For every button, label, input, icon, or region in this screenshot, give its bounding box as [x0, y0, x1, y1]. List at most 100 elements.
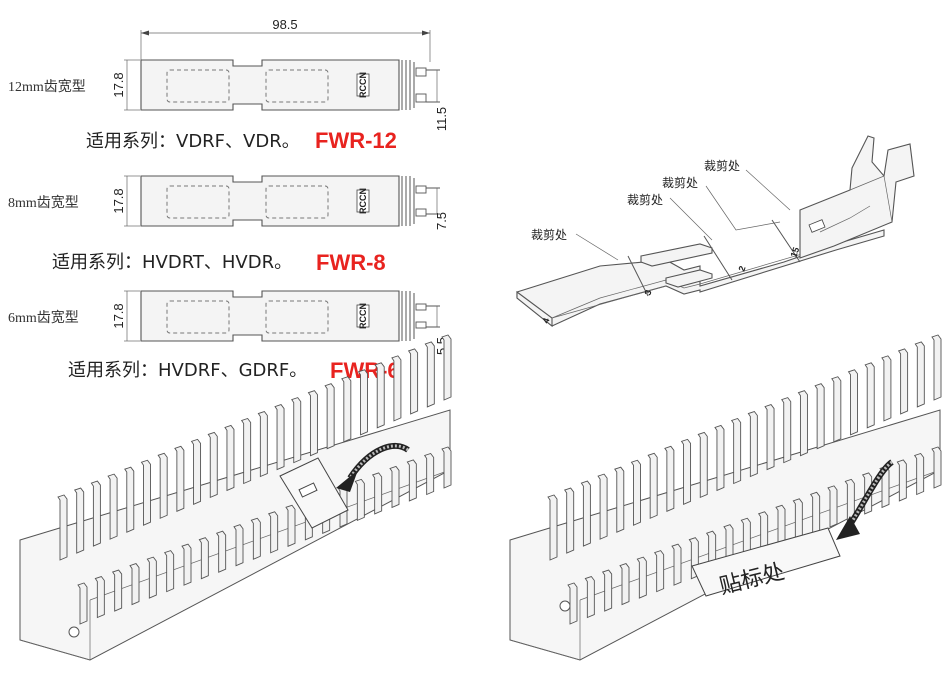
duct-tooth: [190, 438, 202, 506]
duct-tooth: [441, 334, 452, 401]
duct-tooth: [597, 473, 608, 540]
strip-12mm-type-label: 12mm齿宽型: [8, 78, 86, 95]
duct-tooth: [233, 524, 244, 567]
duct-tooth: [73, 487, 85, 554]
duct-tooth: [781, 397, 792, 464]
duct-tooth: [714, 424, 725, 492]
duct-tooth: [680, 438, 692, 506]
duct-tooth: [653, 550, 665, 593]
duct-tooth: [671, 543, 682, 586]
width-dimension: 98.5: [140, 17, 431, 62]
duct-tooth: [107, 473, 118, 540]
duct-tooth: [764, 404, 775, 471]
duct-tooth: [357, 369, 368, 436]
duct-tooth: [215, 530, 227, 573]
strip-6mm-series: 适用系列：HVDRF、GDRF。: [68, 360, 307, 381]
strip-12mm-logo: RCCN: [358, 72, 368, 98]
duct-tooth: [77, 582, 88, 625]
duct-tooth: [897, 348, 909, 415]
duct-tooth: [931, 446, 942, 489]
duct-tooth: [584, 575, 595, 619]
duct-left: [19, 334, 452, 661]
duct-tooth: [864, 362, 875, 429]
duct-tooth: [636, 556, 647, 599]
duct-tooth: [341, 376, 352, 443]
duct-tooth: [250, 517, 261, 560]
width-dim-value: 98.5: [272, 17, 297, 32]
duct-tooth: [267, 511, 279, 554]
duct-tooth: [580, 480, 591, 547]
strip-12mm-side-dim: 11.5: [434, 107, 449, 131]
duct-tooth: [224, 424, 235, 492]
duct-tooth: [647, 452, 658, 519]
duct-tooth: [441, 446, 452, 489]
duct-tooth: [240, 417, 252, 485]
duct-tooth: [391, 355, 402, 422]
segment-mark-3: 2: [736, 265, 747, 273]
strip-8mm-series: 适用系列：HVDRT、HVDR。: [52, 252, 292, 273]
duct-tooth: [424, 341, 435, 408]
cut-label-2: 裁剪处: [627, 192, 663, 207]
strip-12mm-height-dim: 17.8: [111, 72, 126, 97]
duct-tooth: [146, 556, 157, 599]
segment-mark-4: 15: [788, 246, 801, 259]
duct-tooth: [730, 417, 742, 485]
strip-8mm-logo: RCCN: [358, 188, 368, 214]
duct-tooth: [406, 459, 417, 502]
segment-mark-2: 3: [642, 289, 653, 297]
strip-12mm-model: FWR-12: [315, 128, 397, 153]
duct-tooth: [371, 472, 383, 515]
duct-tooth: [181, 543, 192, 586]
segment-mark-1: 4: [540, 317, 551, 325]
duct-tooth: [274, 404, 285, 471]
strip-8mm-height-dim: 17.8: [111, 188, 126, 213]
duct-tooth: [57, 494, 68, 561]
duct-tooth: [896, 459, 907, 502]
duct-tooth: [747, 410, 758, 478]
duct-tooth: [94, 575, 105, 619]
strip-8mm-side-dim: 7.5: [434, 212, 449, 230]
duct-tooth: [354, 478, 365, 522]
duct-tooth: [931, 334, 942, 401]
duct-tooth: [827, 485, 838, 528]
duct-tooth: [207, 431, 218, 499]
duct-tooth: [198, 537, 209, 580]
duct-tooth: [664, 445, 675, 512]
duct-right: 贴标处: [509, 334, 942, 661]
strip-8mm: 8mm齿宽型 17.8 RCCN 7.5 适用系列：HVDRT、HVDR。 FW…: [8, 175, 449, 275]
duct-tooth: [423, 452, 435, 496]
strip-6mm-type-label: 6mm齿宽型: [8, 309, 79, 326]
duct-tooth: [374, 362, 385, 429]
duct-tooth: [407, 348, 419, 415]
strip-8mm-type-label: 8mm齿宽型: [8, 194, 79, 211]
duct-tooth: [174, 445, 185, 512]
duct-tooth: [291, 397, 302, 464]
duct-tooth: [129, 563, 140, 606]
duct-tooth: [111, 569, 123, 612]
duct-tooth: [630, 459, 641, 526]
duct-tooth: [914, 341, 925, 408]
duct-tooth: [614, 466, 625, 533]
duct-tooth: [124, 466, 135, 533]
cut-label-1: 裁剪处: [531, 227, 567, 242]
duct-tooth: [257, 410, 268, 478]
duct-tooth: [163, 550, 175, 593]
strip-12mm: 12mm齿宽型 17.8 RCCN 11.5 适用系列：VDRF、VDR。 FW…: [8, 59, 449, 153]
cut-label-4: 裁剪处: [704, 158, 740, 173]
duct-tooth: [697, 431, 708, 499]
duct-tooth: [324, 383, 335, 450]
strip-8mm-model: FWR-8: [316, 250, 386, 275]
duct-tooth: [90, 480, 101, 547]
strip-12mm-series: 适用系列：VDRF、VDR。: [86, 131, 300, 152]
duct-tooth: [814, 383, 825, 450]
duct-tooth: [389, 465, 400, 509]
cut-label-3: 裁剪处: [662, 175, 698, 190]
duct-tooth: [307, 390, 318, 457]
duct-tooth: [601, 569, 613, 612]
duct-tooth: [881, 355, 892, 422]
duct-tooth: [847, 369, 858, 436]
duct-tooth: [619, 563, 630, 606]
duct-tooth: [563, 487, 575, 554]
strip-6mm-logo: RCCN: [358, 303, 368, 329]
